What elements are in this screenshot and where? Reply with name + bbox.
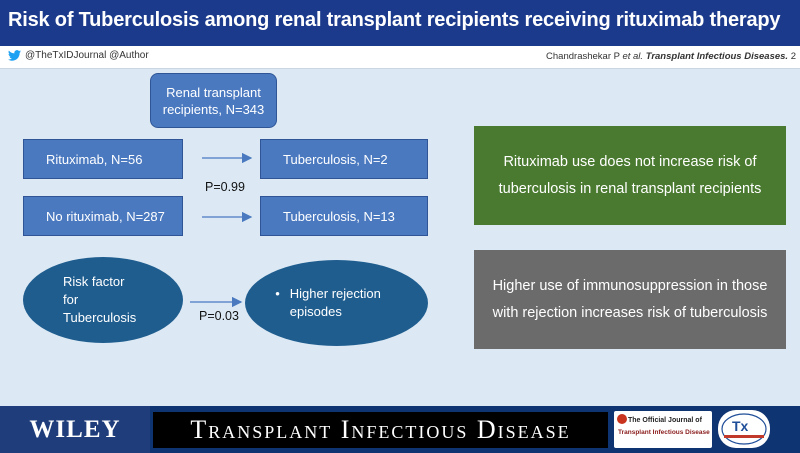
header-bar: Risk of Tuberculosis among renal transpl…: [0, 0, 800, 46]
tb-rituximab-box: Tuberculosis, N=2: [260, 139, 428, 179]
official-line2: Transplant Infectious Disease: [618, 429, 710, 436]
society-seal-icon: [617, 414, 627, 424]
journal-title: Transplant Infectious Disease: [153, 412, 608, 448]
official-journal-badge: The Official Journal of Transplant Infec…: [614, 411, 712, 448]
p-value-rituximab: P=0.99: [205, 180, 245, 194]
citation-authors: Chandrashekar P: [546, 51, 620, 62]
risk-factor-ellipse: Risk factor for Tuberculosis: [23, 257, 183, 343]
rituximab-box: Rituximab, N=56: [23, 139, 183, 179]
bullet: •: [275, 286, 280, 301]
citation-journal: Transplant Infectious Diseases.: [645, 51, 789, 62]
risk-factor-label: Risk factor for Tuberculosis: [63, 274, 137, 325]
rejection-ellipse: • Higher rejection episodes: [245, 260, 428, 346]
svg-text:Tx: Tx: [732, 418, 749, 434]
page-title: Risk of Tuberculosis among renal transpl…: [8, 9, 781, 31]
twitter-bird-icon: [8, 50, 21, 61]
handles-text: @TheTxIDJournal @Author: [25, 50, 149, 61]
citation-etal: et al.: [622, 51, 644, 62]
rejection-label: Higher rejection episodes: [289, 286, 381, 319]
no-rituximab-label: No rituximab, N=287: [46, 208, 165, 224]
journal-title-text: Transplant Infectious Disease: [190, 415, 571, 444]
p-value-risk: P=0.03: [199, 309, 239, 323]
social-handles: @TheTxIDJournal @Author: [8, 50, 149, 61]
tx-network-logo: Tx: [718, 410, 770, 448]
rejection-content: • Higher rejection episodes: [275, 285, 390, 321]
rituximab-label: Rituximab, N=56: [46, 151, 143, 167]
conclusion-rituximab-box: Rituximab use does not increase risk of …: [474, 126, 786, 225]
conclusion-rejection-text: Higher use of immunosuppression in those…: [492, 277, 768, 321]
tb-rituximab-label: Tuberculosis, N=2: [283, 151, 388, 167]
tb-no-rituximab-label: Tuberculosis, N=13: [283, 208, 395, 224]
tx-network-icon: Tx: [721, 413, 767, 445]
no-rituximab-box: No rituximab, N=287: [23, 196, 183, 236]
conclusion-rituximab-text: Rituximab use does not increase risk of …: [498, 153, 762, 197]
conclusion-rejection-box: Higher use of immunosuppression in those…: [474, 250, 786, 349]
recipients-box: Renal transplant recipients, N=343: [150, 73, 277, 128]
tb-no-rituximab-box: Tuberculosis, N=13: [260, 196, 428, 236]
wiley-logo: WILEY: [0, 406, 150, 453]
official-line1: The Official Journal of: [628, 417, 702, 424]
citation: Chandrashekar P et al. Transplant Infect…: [546, 51, 796, 62]
citation-trail: 2: [788, 51, 796, 62]
sub-bar: @TheTxIDJournal @Author Chandrashekar P …: [0, 46, 800, 69]
